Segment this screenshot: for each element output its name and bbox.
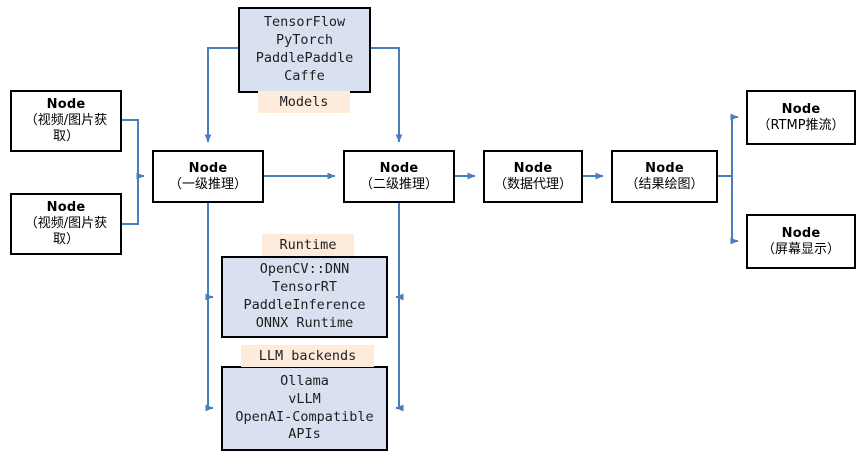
node-title: Node [781, 225, 821, 241]
group-line: ONNX Runtime [255, 314, 354, 331]
group-llm-backends[interactable]: Ollama vLLM OpenAI-Compatible APIs [221, 366, 388, 451]
node-subtitle: （结果绘图） [625, 176, 704, 192]
group-line: PaddleInference [243, 297, 366, 313]
node-subtitle: （视频/图片获取） [24, 113, 108, 144]
connector-draw-to-screen [718, 175, 739, 245]
connector-infer1-to-llm [205, 297, 214, 412]
connector-src1-to-infer1 [122, 119, 139, 176]
group-models[interactable]: TensorFlow PyTorch PaddlePaddle Caffe [238, 7, 371, 93]
node-subtitle: （数据代理） [493, 176, 572, 192]
node-src1[interactable]: Node （视频/图片获取） [10, 90, 122, 152]
node-result-drawing[interactable]: Node （结果绘图） [611, 150, 718, 203]
connector-infer1-to-runtime [205, 203, 214, 301]
node-title: Node [188, 160, 228, 176]
connector-draw-to-rtmp [718, 113, 739, 177]
group-line: APIs [288, 426, 321, 443]
node-subtitle: （视频/图片获取） [24, 216, 108, 247]
node-title: Node [645, 160, 684, 176]
group-line: vLLM [288, 390, 321, 407]
node-subtitle: （一级推理） [168, 176, 247, 192]
node-subtitle: （二级推理） [359, 176, 438, 192]
node-title: Node [513, 160, 553, 176]
node-title: Node [46, 200, 86, 216]
group-line: PyTorch [276, 32, 333, 49]
connector-infer2-to-llm [395, 297, 404, 412]
group-line: Ollama [280, 372, 329, 389]
node-subtitle: （屏幕显示） [761, 241, 840, 257]
node-primary-inference[interactable]: Node （一级推理） [152, 150, 264, 203]
connector-models-to-infer2 [371, 47, 403, 143]
node-rtmp-push[interactable]: Node （RTMP推流） [746, 90, 856, 145]
group-line: Caffe [284, 67, 325, 84]
node-subtitle: （RTMP推流） [757, 117, 845, 133]
group-line: PaddlePaddle [255, 50, 354, 66]
node-title: Node [46, 97, 86, 113]
connector-infer2-to-runtime [395, 203, 404, 301]
node-src2[interactable]: Node （视频/图片获取） [10, 193, 122, 255]
node-secondary-inference[interactable]: Node （二级推理） [343, 150, 455, 203]
group-label-models: Models [258, 91, 350, 113]
connector-src2-to-infer1 [122, 176, 139, 225]
group-line: TensorRT [271, 279, 338, 296]
node-title: Node [781, 101, 821, 117]
group-label-runtime: Runtime [262, 234, 354, 256]
group-line: TensorFlow [263, 14, 346, 31]
group-label-llm-backends: LLM backends [241, 345, 374, 367]
node-screen-display[interactable]: Node （屏幕显示） [746, 214, 856, 269]
group-line: OpenAI-Compatible [235, 408, 374, 425]
group-runtime[interactable]: OpenCV::DNN TensorRT PaddleInference ONN… [221, 256, 388, 338]
group-line: OpenCV::DNN [259, 261, 350, 278]
node-title: Node [379, 160, 419, 176]
connector-models-to-infer1 [204, 47, 238, 143]
node-data-agent[interactable]: Node （数据代理） [483, 150, 583, 203]
